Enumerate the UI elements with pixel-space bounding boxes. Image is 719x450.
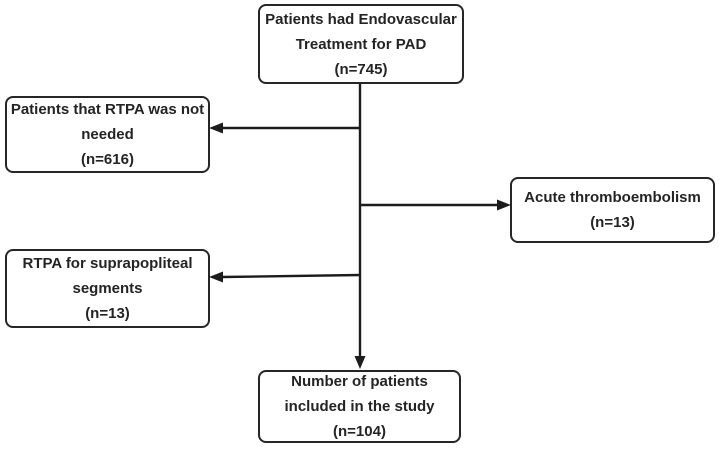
node-count: (n=13): [590, 214, 635, 231]
node-text-line: RTPA for suprapopliteal: [22, 255, 193, 272]
edge-total-to-rtpa-suprapopliteal: [209, 271, 361, 283]
edge-total-to-included: [354, 84, 366, 369]
node-total-patients: Patients had Endovascular Treatment for …: [258, 4, 464, 84]
node-text-line: Patients had Endovascular: [265, 10, 457, 28]
node-rtpa-not-needed: Patients that RTPA was not needed (n=616…: [5, 96, 210, 173]
edge-total-to-acute-thromboembolism: [360, 199, 511, 211]
node-count: (n=616): [81, 151, 134, 168]
node-included-patients: Number of patients included in the study…: [258, 370, 461, 443]
node-rtpa-suprapopliteal: RTPA for suprapopliteal segments (n=13): [5, 249, 210, 328]
edge-total-to-rtpa-not-needed: [209, 122, 360, 134]
node-text-line: segments: [72, 280, 143, 297]
node-text-line: needed: [81, 126, 134, 143]
node-count: (n=104): [333, 423, 386, 440]
node-count: (n=745): [334, 60, 388, 78]
node-text-line: Treatment for PAD: [295, 35, 427, 53]
node-text-line: Acute thromboembolism: [524, 189, 701, 206]
node-text-line: included in the study: [284, 398, 435, 415]
node-acute-thromboembolism: Acute thromboembolism (n=13): [510, 177, 715, 243]
node-text-line: Patients that RTPA was not: [10, 101, 205, 118]
node-text-line: Number of patients: [291, 373, 428, 390]
node-count: (n=13): [85, 305, 130, 322]
